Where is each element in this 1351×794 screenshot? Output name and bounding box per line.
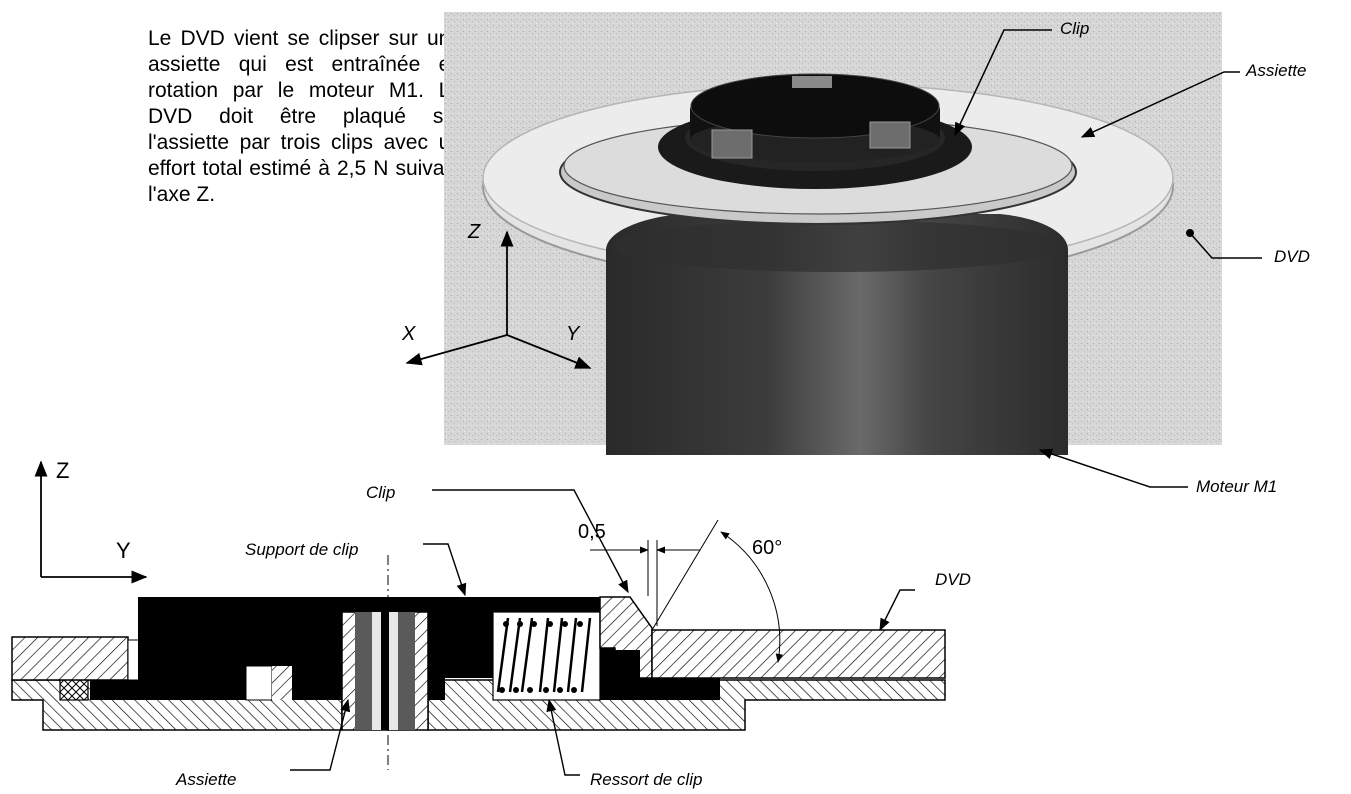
dimension-angle: 60° [651,519,783,663]
section-label-assiette: Assiette [175,770,236,789]
render-label-assiette: Assiette [1245,61,1306,80]
dvd-section-left [11,636,129,681]
clip-render-3 [792,76,832,88]
render-axis-y: Y [566,323,581,345]
section-view: Z Y [11,458,971,789]
clip-render-2 [869,121,911,149]
dvd-section-right [651,629,946,679]
section-label-ressort: Ressort de clip [590,770,702,789]
section-axis-y: Y [116,538,131,563]
render-view: Z X Y Clip Assiette DVD Moteur M1 [401,12,1310,496]
section-leaders [290,489,915,776]
section-label-dvd: DVD [935,570,971,589]
dimension-angle-value: 60° [752,537,782,559]
render-axes: Z X Y [401,221,592,369]
render-axis-z: Z [467,221,481,243]
render-label-clip: Clip [1060,19,1089,38]
intro-paragraph: Le DVD vient se clipser sur une assiette… [148,27,462,206]
render-label-moteur: Moteur M1 [1196,477,1277,496]
section-axis-z: Z [56,458,69,483]
section-axes: Z Y [34,458,148,584]
motor-body [606,214,1068,455]
render-label-dvd: DVD [1274,247,1310,266]
ressort-de-clip [496,617,592,693]
render-axis-x: X [401,323,416,345]
clip-render-1 [711,129,753,159]
section-label-clip: Clip [366,483,395,502]
render-leaders [954,29,1262,488]
section-label-support: Support de clip [245,540,358,559]
